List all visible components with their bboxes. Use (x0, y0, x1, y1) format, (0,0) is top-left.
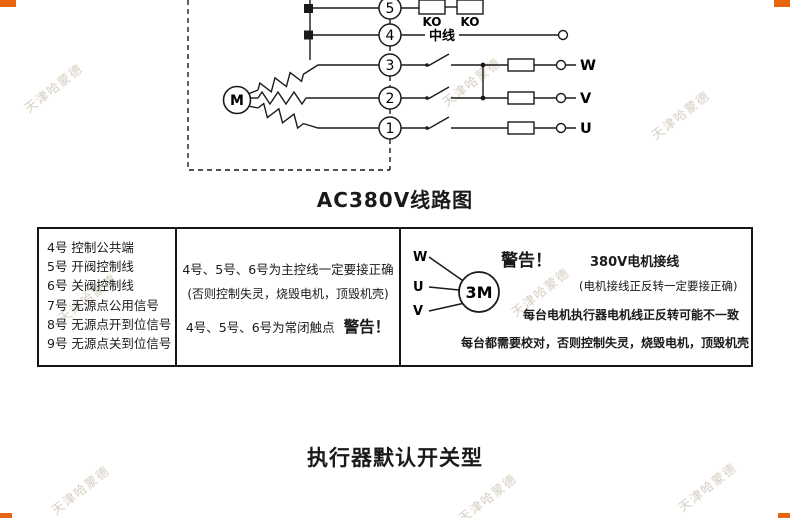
warning-text: (电机接线正反转一定要接正确) (579, 279, 738, 293)
wire-label-w: W (413, 250, 427, 265)
warning-text: 4号、5号、6号为主控线一定要接正确 (182, 262, 394, 277)
control-warning-cell: 4号、5号、6号为主控线一定要接正确 (否则控制失灵，烧毁电机，顶毁机壳) 4号… (177, 229, 401, 365)
feeder-wire (309, 0, 379, 60)
motor-label: M (230, 93, 244, 109)
corner-accent (0, 0, 16, 7)
corner-accent (778, 513, 790, 518)
motor-warning-cell: W U V 3M 警告！ 380V电机接线 (电机接线正反转一定要接正确) 每台电… (401, 229, 751, 365)
legend-line: 8号 无源点开到位信号 (47, 316, 172, 332)
legend-line: 4号 控制公共端 (47, 240, 134, 255)
legend-line: 6号 关阀控制线 (47, 278, 134, 294)
fuse (507, 91, 535, 105)
warning-text: 每台都需要校对，否则控制失灵，烧毁电机，顶毁机壳 (461, 336, 750, 350)
warning-label: 警告！ (501, 251, 552, 271)
bottom-title: 执行器默认开关型 (307, 446, 483, 470)
motor-symbol: M (222, 85, 252, 115)
fuse (507, 121, 535, 135)
legend-line: 9号 无源点关到位信号 (47, 336, 172, 352)
contactor-label: KO (461, 15, 480, 29)
warning-label: 警告！ (343, 318, 391, 336)
terminal-ring (555, 59, 567, 71)
terminal-ring (555, 122, 567, 134)
watermark: 天津哈蒙德 (455, 470, 520, 518)
motor-connection-diagram: W U V 3M (413, 250, 500, 319)
motor-3m-label: 3M (465, 283, 492, 302)
terminal-ring (557, 29, 569, 41)
circuit-title: AC380V线路图 (316, 188, 474, 212)
motor-windings (247, 64, 379, 130)
phase-u-wire (401, 116, 576, 135)
numbered-terminals: 5 4 3 2 1 (378, 0, 402, 140)
terminal-number: 5 (386, 1, 395, 17)
dashed-enclosure (187, 0, 391, 171)
phase-label-v: V (580, 91, 592, 107)
warning-text: 每台电机执行器电机线正反转可能不一致 (523, 308, 740, 322)
circuit-diagram: M 5 4 3 2 1 KO KO 中线 W V U (187, 0, 596, 171)
corner-accent (0, 513, 12, 518)
neutral-label: 中线 (429, 28, 455, 44)
legend-line: 5号 开阀控制线 (47, 259, 134, 275)
terminal-number: 1 (386, 121, 395, 137)
phase-w-wire (401, 53, 576, 72)
wire-label-u: U (413, 280, 424, 295)
legend-line: 7号 无源点公用信号 (47, 297, 159, 313)
phase-label-u: U (580, 121, 592, 137)
terminal-legend-cell: 4号 控制公共端 5号 开阀控制线 6号 关阀控制线 7号 无源点公用信号 8号… (39, 229, 177, 365)
warning-text: 4号、5号、6号为常闭触点 (185, 320, 335, 335)
terminal-number: 3 (386, 58, 395, 74)
wire-label-v: V (413, 304, 423, 319)
info-table: 4号 控制公共端 5号 开阀控制线 6号 关阀控制线 7号 无源点公用信号 8号… (37, 227, 753, 367)
contactor-label: KO (423, 15, 442, 29)
contactor-symbols (401, 0, 484, 15)
terminal-ring (555, 92, 567, 104)
phase-v-wire (401, 86, 576, 105)
terminal-number: 4 (386, 28, 395, 44)
corner-accent (774, 0, 790, 7)
terminal-number: 2 (386, 91, 395, 107)
fuse (507, 58, 535, 72)
phase-label-w: W (580, 58, 596, 74)
junction-dots (304, 4, 486, 130)
warning-text: (否则控制失灵，烧毁电机，顶毁机壳) (187, 287, 389, 301)
warning-text: 380V电机接线 (590, 255, 680, 270)
